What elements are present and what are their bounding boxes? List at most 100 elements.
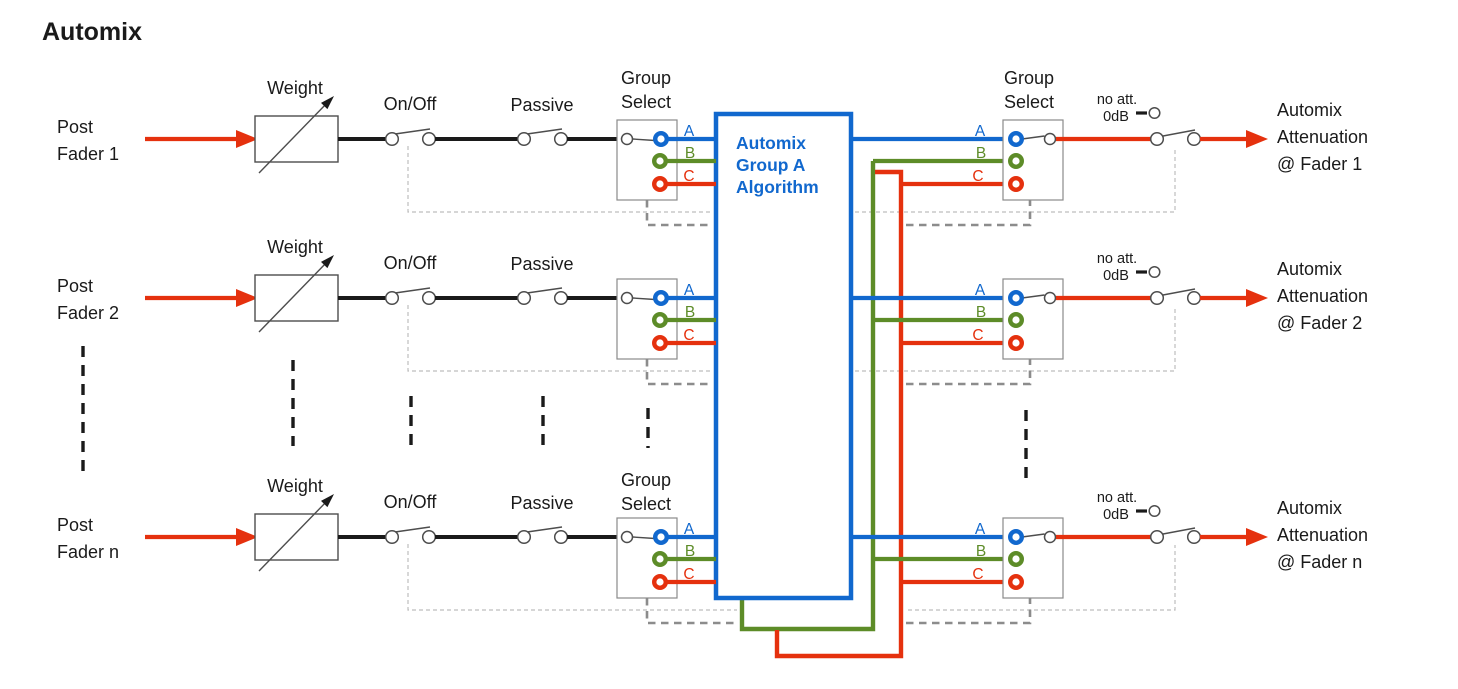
group-select-right-arm xyxy=(1021,294,1045,299)
passive-contact-right xyxy=(553,131,569,147)
output-arrow-head xyxy=(1246,289,1268,307)
bus-label-a-left: A xyxy=(684,123,695,140)
bus-label-c-right: C xyxy=(972,566,983,583)
output-label-line3: @ Fader 2 xyxy=(1277,313,1362,333)
output-label-line2: Attenuation xyxy=(1277,286,1368,306)
bus-label-b-left: B xyxy=(685,145,695,162)
output-label-line1: Automix xyxy=(1277,259,1342,279)
group-select-left-label-line1: Group xyxy=(621,68,671,88)
group-select-left xyxy=(616,119,678,201)
weight-variable-arrow xyxy=(258,101,329,174)
passive-contact-left xyxy=(516,290,532,306)
output-label-line1: Automix xyxy=(1277,498,1342,518)
terminal-a-right xyxy=(1008,529,1025,546)
bus-label-a-left: A xyxy=(684,282,695,299)
group-select-right-output-terminal xyxy=(1043,291,1057,305)
output-arrow-head xyxy=(1246,130,1268,148)
output-label-line3: @ Fader n xyxy=(1277,552,1362,572)
groupselect-link-row1-left xyxy=(645,200,712,227)
output-label-line2: Attenuation xyxy=(1277,525,1368,545)
group-select-left-input-terminal xyxy=(620,132,634,146)
bus-label-b-left: B xyxy=(685,543,695,560)
post-fader-label-line2: Fader 2 xyxy=(57,303,119,323)
no-att-switch-arm xyxy=(1162,288,1196,296)
terminal-c-left xyxy=(652,175,669,192)
terminal-b-right xyxy=(1008,312,1025,329)
terminal-b-left xyxy=(652,551,669,568)
no-att-label: no att. xyxy=(1097,490,1137,506)
onoff-label: On/Off xyxy=(384,492,438,512)
onoff-link-row1-left xyxy=(407,146,712,213)
input-arrow-head xyxy=(236,528,258,546)
output-label-line2: Attenuation xyxy=(1277,127,1368,147)
onoff-contact-left xyxy=(384,131,400,147)
terminal-b-left xyxy=(652,152,669,169)
weight-box xyxy=(254,115,339,163)
ellipsis-marks xyxy=(81,346,1028,480)
channel-row-1: Post Fader 1 Weight On/Off Passive Group… xyxy=(57,68,1368,201)
groupselect-link-rown-right xyxy=(906,598,1032,625)
passive-switch xyxy=(516,287,569,306)
group-select-left-label-line2: Select xyxy=(621,92,671,112)
terminal-a-left xyxy=(653,529,670,546)
group-select-left-input-terminal xyxy=(620,291,634,305)
no-att-contact-right xyxy=(1186,529,1202,545)
control-links xyxy=(407,146,1176,625)
group-select-right-output-terminal xyxy=(1043,132,1057,146)
group-select-left-input-terminal xyxy=(620,530,634,544)
terminal-a-right xyxy=(1008,290,1025,307)
terminal-c-left xyxy=(652,574,669,591)
bus-label-c-left: C xyxy=(683,168,694,185)
group-select-left-arm xyxy=(632,138,656,142)
group-select-right-label-line2: Select xyxy=(1004,92,1054,112)
bus-label-c-right: C xyxy=(972,327,983,344)
weight-label: Weight xyxy=(267,78,323,98)
passive-contact-left xyxy=(516,529,532,545)
bus-label-b-right: B xyxy=(976,145,986,162)
no-att-contact-left xyxy=(1149,290,1165,306)
bus-label-a-left: A xyxy=(684,521,695,538)
algorithm-box-line1: Automix xyxy=(736,133,806,153)
onoff-label: On/Off xyxy=(384,253,438,273)
algorithm-box-line3: Algorithm xyxy=(736,177,819,197)
weight-arrow-head-icon xyxy=(321,96,334,110)
groupselect-link-row2-left xyxy=(645,359,712,386)
output-label-line1: Automix xyxy=(1277,100,1342,120)
terminal-a-left xyxy=(653,130,670,147)
onoff-switch xyxy=(384,526,437,545)
passive-label: Passive xyxy=(510,95,573,115)
weight-variable-arrow xyxy=(258,499,329,572)
terminal-a-right xyxy=(1008,130,1025,147)
weight-variable-arrow xyxy=(258,260,329,333)
weight-label: Weight xyxy=(267,237,323,257)
terminal-c-right xyxy=(1008,574,1025,591)
passive-label: Passive xyxy=(510,254,573,274)
zero-db-label: 0dB xyxy=(1103,109,1129,125)
zero-db-label: 0dB xyxy=(1103,507,1129,523)
weight-label: Weight xyxy=(267,476,323,496)
terminal-b-right xyxy=(1008,551,1025,568)
passive-contact-right xyxy=(553,529,569,545)
no-att-contact-right xyxy=(1186,131,1202,147)
weight-box xyxy=(254,274,339,322)
bus-label-c-left: C xyxy=(683,566,694,583)
algorithm-box: Automix Group A Algorithm xyxy=(713,111,854,601)
bus-b-wire xyxy=(739,161,876,632)
post-fader-label-line1: Post xyxy=(57,117,93,137)
passive-switch xyxy=(516,128,569,147)
onoff-link-row2-left xyxy=(407,305,712,372)
output-label-line3: @ Fader 1 xyxy=(1277,154,1362,174)
terminal-b-left xyxy=(652,312,669,329)
channel-row-n: Post Fader n Weight On/Off Passive Group… xyxy=(57,470,1368,599)
no-att-contact-right xyxy=(1186,290,1202,306)
no-att-contact-left xyxy=(1149,131,1165,147)
no-att-terminal xyxy=(1148,265,1161,279)
bus-label-a-right: A xyxy=(975,521,986,538)
weight-arrow-head-icon xyxy=(321,494,334,508)
group-select-right-arm xyxy=(1021,533,1045,538)
passive-contact-right xyxy=(553,290,569,306)
post-fader-label-line2: Fader 1 xyxy=(57,144,119,164)
passive-contact-left xyxy=(516,131,532,147)
